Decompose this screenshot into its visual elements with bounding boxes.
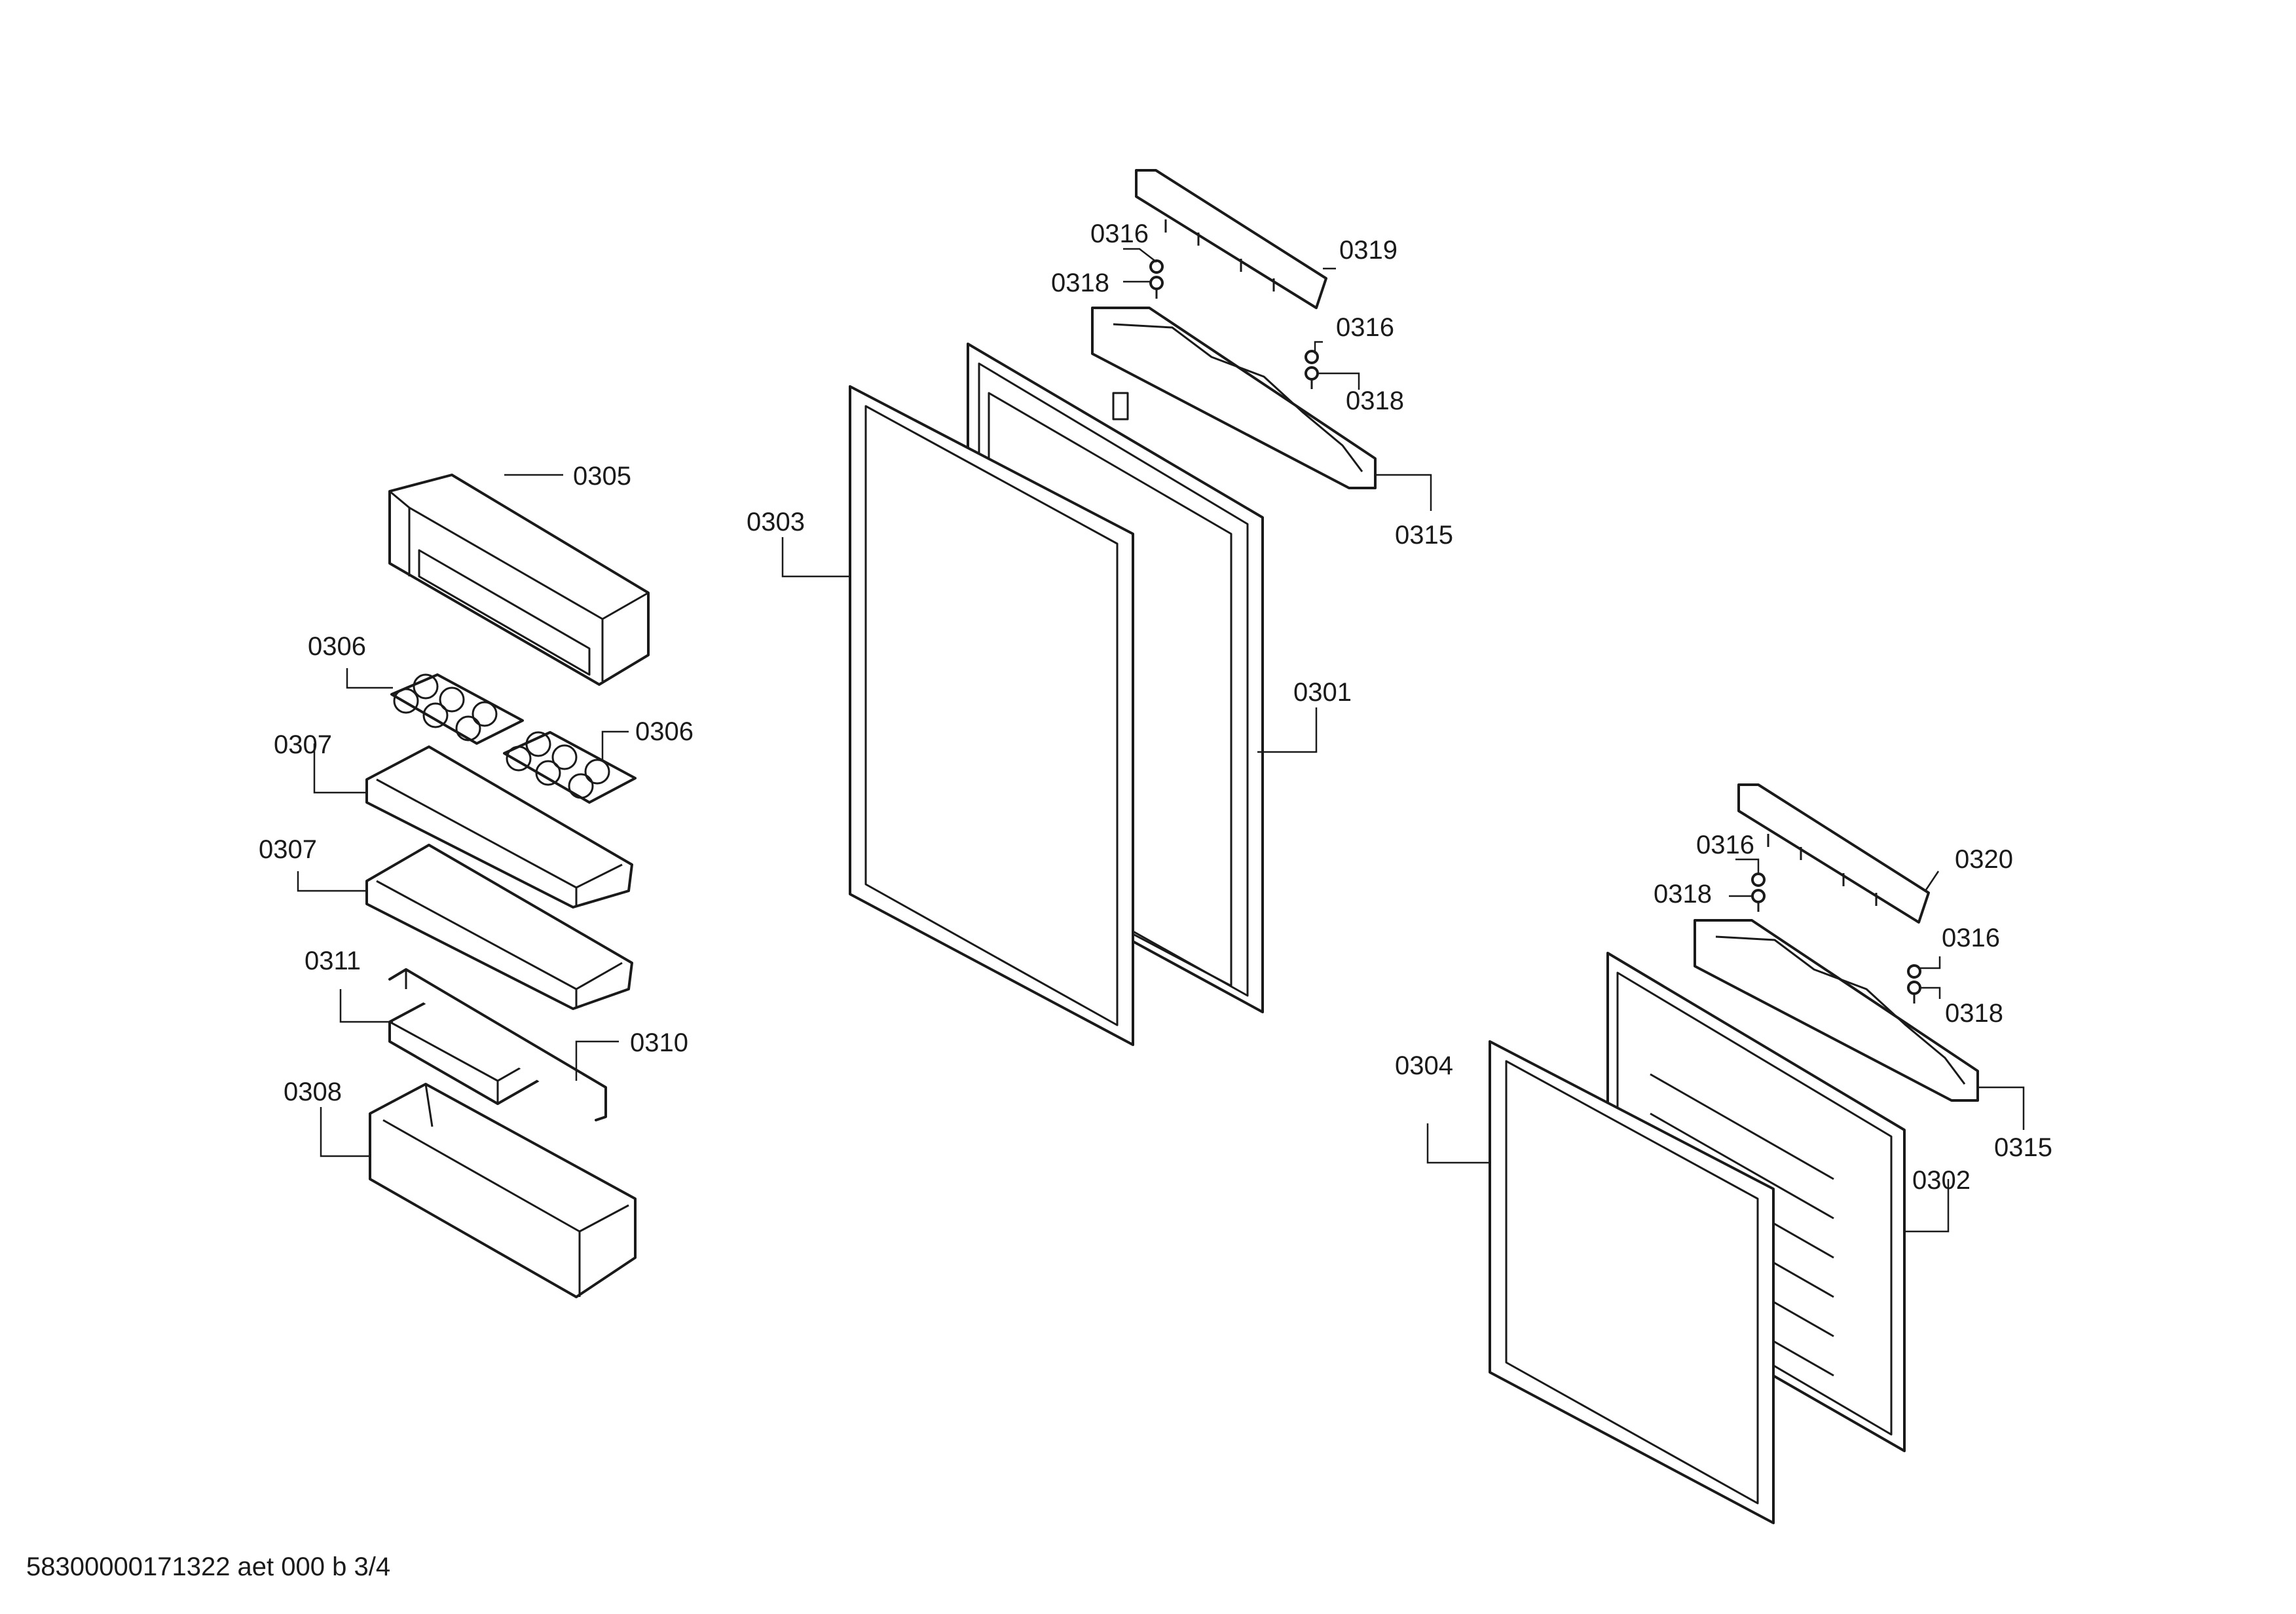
label-0318-d: 0318: [1945, 999, 2003, 1028]
part-0310-box-holder: [388, 968, 607, 1121]
label-0304: 0304: [1395, 1051, 1453, 1080]
screws-upper-left: [1149, 259, 1164, 299]
label-0307-b: 0307: [259, 835, 317, 864]
label-0301: 0301: [1293, 678, 1352, 707]
leader-lines: [297, 248, 2025, 1233]
label-0318-a: 0318: [1051, 269, 1109, 297]
label-0316-d: 0316: [1942, 924, 2000, 952]
part-0308-bottle-shelf: [369, 1083, 637, 1298]
label-0311: 0311: [305, 947, 361, 975]
label-0316-a: 0316: [1090, 219, 1149, 248]
part-0304-freezer-gasket: [1489, 1040, 1775, 1524]
part-0307-door-shelf-b: [365, 844, 633, 1010]
part-0306-egg-tray-b: [503, 731, 637, 804]
label-0319: 0319: [1339, 236, 1398, 265]
part-0306-egg-tray-a: [390, 673, 524, 745]
part-0319-cover-upper: [1135, 169, 1327, 309]
label-0315-a: 0315: [1395, 521, 1453, 550]
label-0316-b: 0316: [1336, 313, 1394, 342]
callout-labels: 0303 0301 0305 0306 0306 0307 0307 0311 …: [259, 219, 2052, 1195]
part-0320-cover-lower: [1737, 783, 1930, 924]
label-0302: 0302: [1912, 1166, 1971, 1195]
label-0306-b: 0306: [635, 717, 694, 746]
document-footer-id: 58300000171322 aet 000 b 3/4: [26, 1552, 390, 1581]
screws-lower-left: [1751, 873, 1766, 912]
label-0308: 0308: [284, 1078, 342, 1106]
label-0315-b: 0315: [1994, 1133, 2052, 1162]
part-0307-door-shelf-a: [365, 745, 633, 909]
part-0315-hinge-upper: [1091, 307, 1377, 489]
screws-upper-right: [1305, 350, 1319, 389]
label-0307-a: 0307: [274, 730, 332, 759]
label-0320: 0320: [1955, 845, 2013, 874]
label-0305: 0305: [573, 462, 631, 491]
part-0315-hinge-lower: [1694, 919, 1979, 1102]
part-0305-butter-compartment: [388, 474, 650, 686]
part-0303-door-gasket: [849, 385, 1134, 1046]
label-0310: 0310: [630, 1028, 688, 1057]
label-0306-a: 0306: [308, 632, 366, 661]
label-0318-c: 0318: [1654, 880, 1712, 909]
label-0318-b: 0318: [1346, 386, 1404, 415]
label-0303: 0303: [747, 508, 805, 536]
label-0316-c: 0316: [1696, 831, 1754, 859]
screws-lower-right: [1907, 964, 1921, 1004]
